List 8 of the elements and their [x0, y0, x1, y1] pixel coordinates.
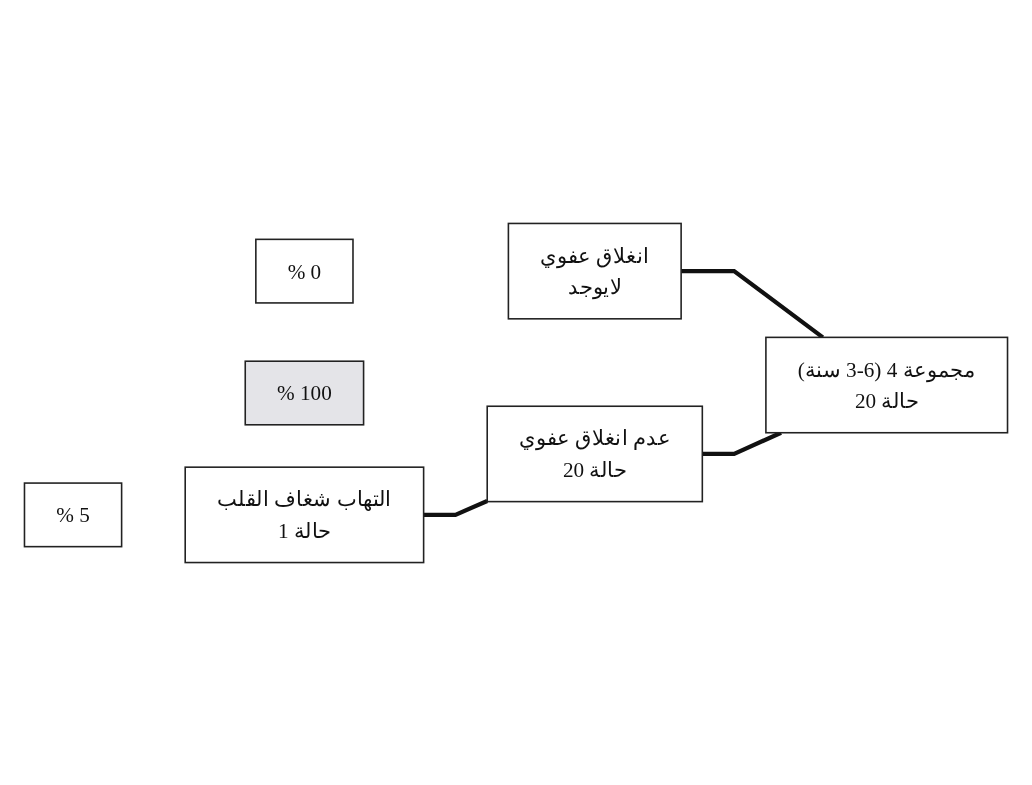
node-box: مجموعة 4 (6-3 سنة) 20 حالة	[765, 336, 1009, 434]
node-box: انغلاق عفوي لايوجد	[507, 222, 682, 320]
node-box: التهاب شغاف القلب 1 حالة	[184, 465, 425, 563]
node-box: عدم انغلاق عفوي 20 حالة	[486, 404, 704, 502]
connector	[423, 498, 489, 517]
node-box: % 100	[244, 359, 365, 426]
node-box: % 0	[255, 238, 354, 304]
node-box: % 5	[23, 481, 123, 547]
